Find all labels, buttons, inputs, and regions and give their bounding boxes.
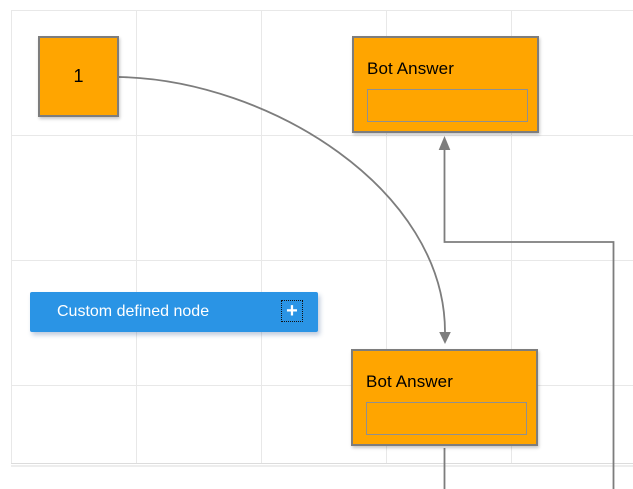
answer-textbox[interactable] xyxy=(366,402,527,435)
add-icon[interactable]: + xyxy=(281,300,303,322)
node-bot-answer-bottom[interactable]: Bot Answer xyxy=(351,349,538,446)
node-custom-defined[interactable]: Custom defined node + xyxy=(30,292,318,332)
node-title: Bot Answer xyxy=(367,59,454,78)
node-bot-answer-top[interactable]: Bot Answer xyxy=(352,36,539,133)
node-start-label: 1 xyxy=(73,66,84,86)
answer-textbox[interactable] xyxy=(367,89,528,122)
canvas-bottom-shadow xyxy=(11,465,633,467)
node-title: Bot Answer xyxy=(366,372,453,391)
node-custom-label: Custom defined node xyxy=(57,303,210,320)
node-start[interactable]: 1 xyxy=(38,36,119,117)
